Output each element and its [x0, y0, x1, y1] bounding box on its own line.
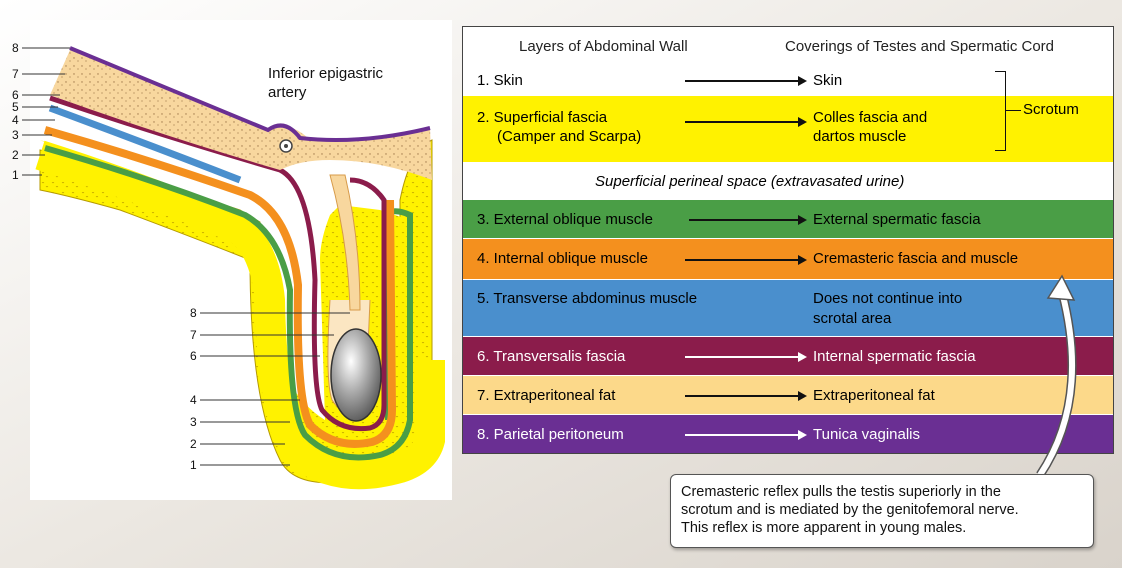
table-row: 8. Parietal peritoneum Tunica vaginalis — [463, 415, 1113, 453]
layer-number-label: 4 — [12, 113, 19, 127]
layer-number-label: 5 — [12, 100, 19, 114]
spermatic-cord — [329, 174, 361, 311]
arrow-icon — [689, 215, 807, 225]
transverse-abdominus-layer — [48, 104, 242, 184]
skin-line — [69, 46, 431, 142]
header-abdominal-wall: Layers of Abdominal Wall — [519, 38, 688, 55]
anatomy-illustration — [22, 20, 452, 500]
scrotum-bracket-tick — [1005, 110, 1021, 111]
table-row: 4. Internal oblique muscle Cremasteric f… — [463, 239, 1113, 279]
layer-number-label: 3 — [12, 128, 19, 142]
callout-pointer-arrow — [1036, 274, 1077, 478]
table-row: 6. Transversalis fascia Internal spermat… — [463, 337, 1113, 375]
arrow-icon — [685, 255, 807, 265]
layer-number-label: 8 — [12, 41, 19, 55]
internal-oblique-layer — [43, 126, 397, 448]
external-oblique-layer — [44, 145, 413, 461]
layer-number-label: 2 — [190, 437, 197, 451]
scrotum-label: Scrotum — [1023, 101, 1079, 118]
layer-number-label: 7 — [190, 328, 197, 342]
layer-number-label: 4 — [190, 393, 197, 407]
perineal-space-row: Superficial perineal space (extravasated… — [463, 163, 1113, 199]
cremasteric-reflex-callout: Cremasteric reflex pulls the testis supe… — [670, 474, 1094, 548]
arrow-icon — [685, 391, 807, 401]
layer-number-label: 3 — [190, 415, 197, 429]
arrow-icon — [685, 117, 807, 127]
table-row: 2. Superficial fascia (Camper and Scarpa… — [463, 96, 1113, 162]
scrotum-bracket — [995, 71, 1006, 151]
header-coverings: Coverings of Testes and Spermatic Cord — [785, 38, 1055, 55]
layer-number-label: 7 — [12, 67, 19, 81]
testis — [330, 328, 382, 422]
artery-label: Inferior epigastric artery — [268, 65, 384, 101]
layer-number-label: 2 — [12, 148, 19, 162]
arrow-icon — [685, 76, 807, 86]
table-row: 1. Skin Skin — [477, 72, 843, 89]
table-row: 7. Extraperitoneal fat Extraperitoneal f… — [463, 376, 1113, 414]
layer-number-label: 1 — [12, 168, 19, 182]
layer-number-label: 8 — [190, 306, 197, 320]
layer-number-label: 6 — [12, 88, 19, 102]
layer-number-label: 1 — [190, 458, 197, 472]
transversalis-layer — [49, 95, 387, 432]
arrow-icon — [685, 352, 807, 362]
table-row: 3. External oblique muscle External sper… — [463, 200, 1113, 238]
layers-table: Layers of Abdominal Wall Coverings of Te… — [462, 26, 1114, 454]
subcutaneous-fat — [50, 50, 432, 180]
arrow-icon — [685, 430, 807, 440]
table-row: 5. Transverse abdominus muscle Does not … — [463, 280, 1113, 336]
layer-number-label: 6 — [190, 349, 197, 363]
